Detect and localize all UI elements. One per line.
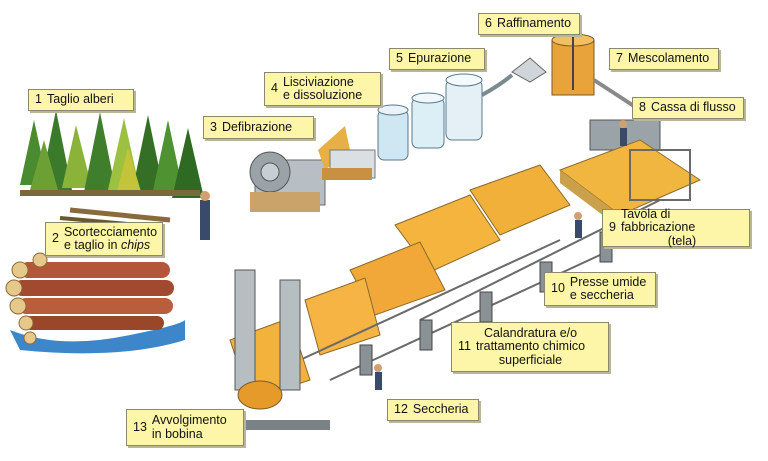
step-5-label: 5 Epurazione [389, 48, 485, 70]
step-3-label: 3 Defibrazione [203, 116, 314, 139]
step-2-label: 2 Scortecciamento e taglio in chips [45, 222, 163, 256]
step-6-label: 6 Raffinamento [478, 13, 580, 35]
cooking-and-screening-tanks [377, 73, 514, 161]
step-4-label: 4 Lisciviazione e dissoluzione [264, 72, 381, 106]
forest-illustration [20, 110, 204, 198]
step-9-label: 9 Tavola di fabbricazione (tela) [602, 208, 750, 247]
step-10-label: 10 Presse umide e seccheria [544, 272, 656, 306]
refiner-and-mixer [511, 30, 642, 112]
step-11-label: 11 Calandratura e/o trattamento chimico … [451, 322, 609, 372]
step-12-label: 12 Seccheria [387, 399, 479, 421]
log-pile-illustration [5, 252, 185, 354]
step-1-label: 1 Taglio alberi [28, 89, 134, 111]
step-13-label: 13 Avvolgimento in bobina [126, 409, 244, 446]
workers [374, 120, 627, 390]
debarking-drum [249, 126, 376, 212]
step-8-label: 8 Cassa di flusso [632, 97, 744, 119]
calender-and-reel [210, 269, 330, 430]
step-7-label: 7 Mescolamento [609, 48, 719, 70]
